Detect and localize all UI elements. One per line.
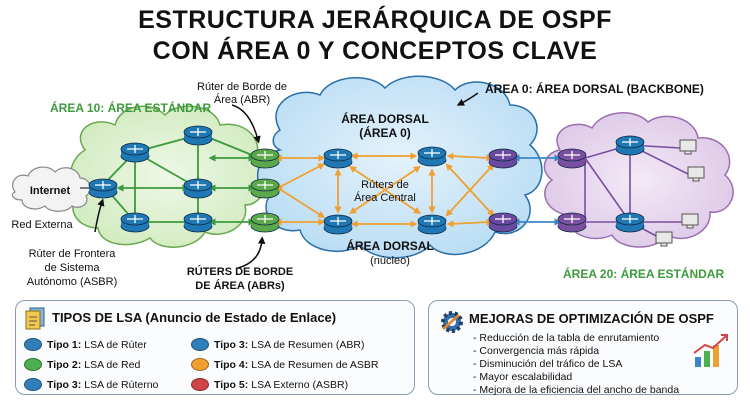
backbone-title-1: ÁREA DORSAL (341, 111, 429, 126)
title-line-2: CON ÁREA 0 Y CONCEPTOS CLAVE (152, 37, 598, 65)
abr-router-icon (488, 148, 518, 169)
internet-cloud (11, 166, 91, 212)
router-icon (24, 338, 42, 351)
abr-top-label-2: Área (ABR) (214, 93, 270, 106)
router-icon (557, 212, 587, 233)
router-icon (417, 146, 447, 167)
ospf-diagram: ÁREA 10: ÁREA ESTÁNDAR ÁREA 0: ÁREA DORS… (11, 75, 734, 292)
opt-item: - Disminución del tráfico de LSA (473, 358, 623, 370)
opt-panel-title: MEJORAS DE OPTIMIZACIÓN DE OSPF (469, 311, 714, 326)
central-routers-label-1: Rúters de (361, 179, 409, 191)
router-icon (417, 214, 447, 235)
router-icon (183, 125, 213, 146)
router-icon (120, 142, 150, 163)
pc-icon (687, 166, 705, 182)
router-icon (183, 178, 213, 199)
asbr-router-icon (88, 178, 118, 199)
lsa-item: Tipo 5:LSA Externo (ASBR) (191, 378, 348, 391)
lsa-item: Tipo 3:LSA de Rúterno (24, 378, 158, 391)
growth-chart-icon (693, 334, 728, 367)
backbone-links (274, 152, 495, 228)
lsa-types-panel: TIPOS DE LSA (Anuncio de Estado de Enlac… (15, 300, 415, 395)
abr-callout-arrow (231, 104, 261, 144)
lsa-panel-title: TIPOS DE LSA (Anuncio de Estado de Enlac… (52, 310, 337, 325)
asbr-label-1: Rúter de Frontera (29, 248, 117, 260)
area20-uplinks (512, 154, 562, 226)
router-icon (615, 212, 645, 233)
area0-callout-arrow (456, 92, 479, 106)
lsa-item: Tipo 1:LSA de Rúter (24, 338, 147, 351)
router-icon (183, 212, 213, 233)
area20-label: ÁREA 20: ÁREA ESTÁNDAR (563, 266, 724, 281)
abrs-label-2: DE ÁREA (ABRs) (195, 279, 285, 292)
router-icon (191, 378, 209, 391)
opt-item: - Mejora de la eficiencia del ancho de b… (473, 384, 680, 396)
backbone-core-1: ÁREA DORSAL (346, 238, 434, 253)
router-icon (615, 135, 645, 156)
lsa-item: Tipo 4:LSA de Resumen de ASBR (191, 358, 378, 371)
pc-icon (655, 231, 673, 247)
pc-icon (679, 139, 697, 155)
pc-icon (681, 213, 699, 229)
external-network-label: Red Externa (11, 219, 73, 231)
asbr-label-3: Autónomo (ASBR) (27, 276, 117, 288)
backbone-title-2: (ÁREA 0) (359, 125, 411, 140)
abr-router-icon (250, 148, 280, 169)
lsa-item: Tipo 2:LSA de Red (24, 358, 140, 371)
asbr-label-2: de Sistema (44, 262, 100, 274)
opt-item: - Convergencia más rápida (473, 345, 600, 357)
abrs-callout-arrow (237, 236, 266, 269)
area10-label: ÁREA 10: ÁREA ESTÁNDAR (50, 100, 211, 115)
router-icon (120, 212, 150, 233)
area0-label: ÁREA 0: ÁREA DORSAL (BACKBONE) (485, 81, 704, 96)
router-icon (24, 378, 42, 391)
central-routers-label-2: Área Central (354, 191, 416, 204)
lsa-item: Tipo 3:LSA de Resumen (ABR) (191, 338, 364, 351)
opt-item: - Reducción de la tabla de enrutamiento (473, 332, 660, 344)
abr-router-icon (250, 178, 280, 199)
router-icon (323, 148, 353, 169)
document-icon (25, 307, 45, 330)
abr-top-label-1: Rúter de Borde de (197, 81, 287, 93)
router-icon (191, 338, 209, 351)
abr-router-icon (250, 212, 280, 233)
area10-cloud (69, 105, 267, 248)
backbone-core-2: (núcleo) (370, 255, 410, 267)
gear-icon (441, 311, 463, 333)
abr-router-icon (488, 212, 518, 233)
asbr-callout-arrow (94, 198, 105, 233)
ospf-optimization-panel: MEJORAS DE OPTIMIZACIÓN DE OSPF - Reducc… (428, 300, 738, 396)
abrs-label-1: RÚTERS DE BORDE (187, 265, 293, 278)
router-icon (24, 358, 42, 371)
internet-label: Internet (30, 185, 71, 197)
router-icon (557, 148, 587, 169)
title-line-1: ESTRUCTURA JERÁRQUICA DE OSPF (138, 6, 612, 34)
opt-item: - Mayor escalabilidad (473, 371, 573, 383)
router-icon (323, 214, 353, 235)
router-icon (191, 358, 209, 371)
